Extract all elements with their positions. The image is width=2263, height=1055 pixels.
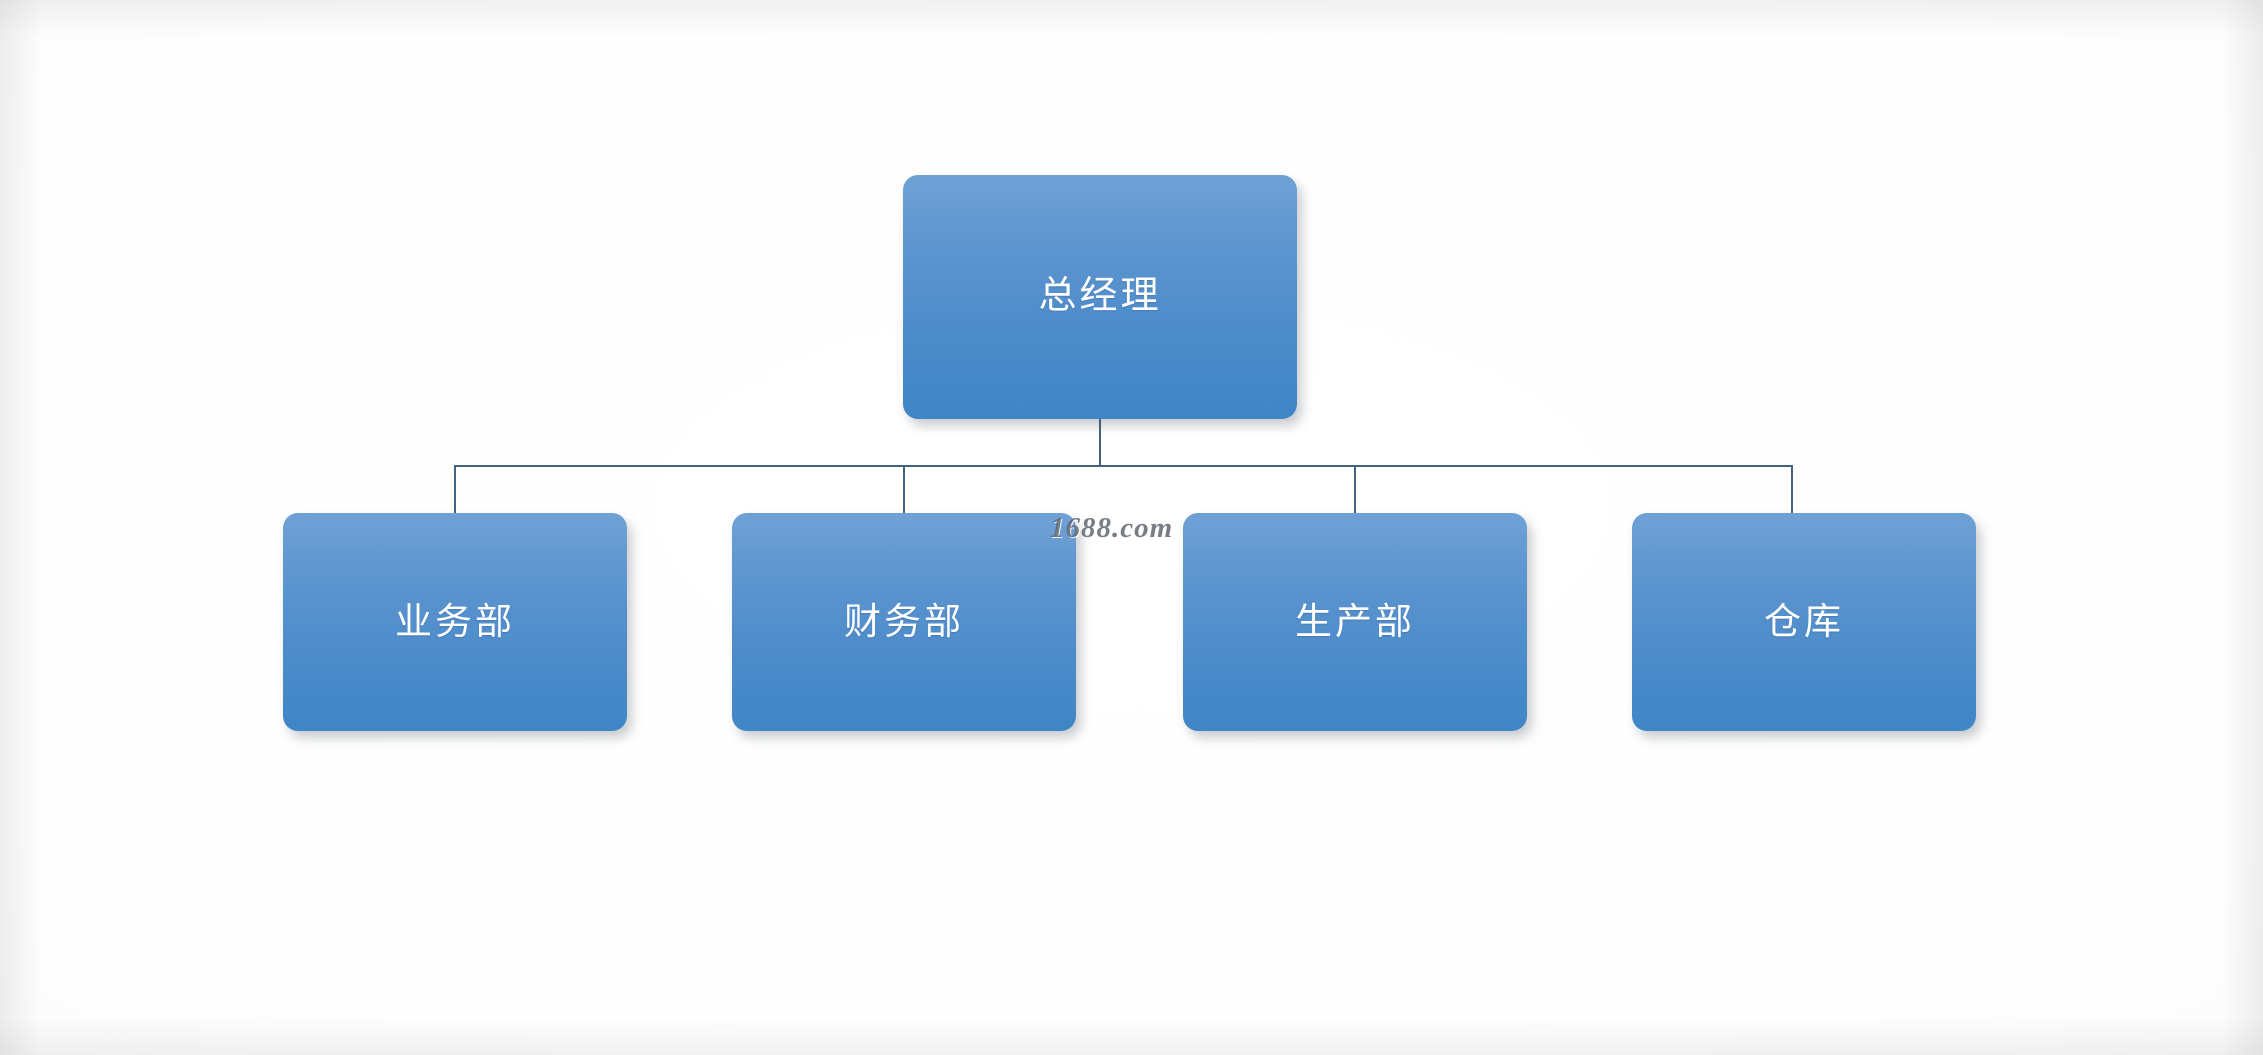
- org-node-root-label: 总经理: [1038, 275, 1162, 318]
- org-node-root[interactable]: 总经理: [903, 175, 1297, 419]
- org-node-warehouse[interactable]: 仓库: [1632, 513, 1976, 731]
- org-node-label: 财务部: [844, 600, 964, 642]
- org-node-label: 生产部: [1295, 600, 1415, 642]
- org-node-production-department[interactable]: 生产部: [1183, 513, 1527, 731]
- org-node-business-department[interactable]: 业务部: [283, 513, 627, 731]
- org-node-finance-department[interactable]: 财务部: [732, 513, 1076, 731]
- org-node-label: 业务部: [395, 600, 515, 642]
- org-node-label: 仓库: [1764, 600, 1844, 642]
